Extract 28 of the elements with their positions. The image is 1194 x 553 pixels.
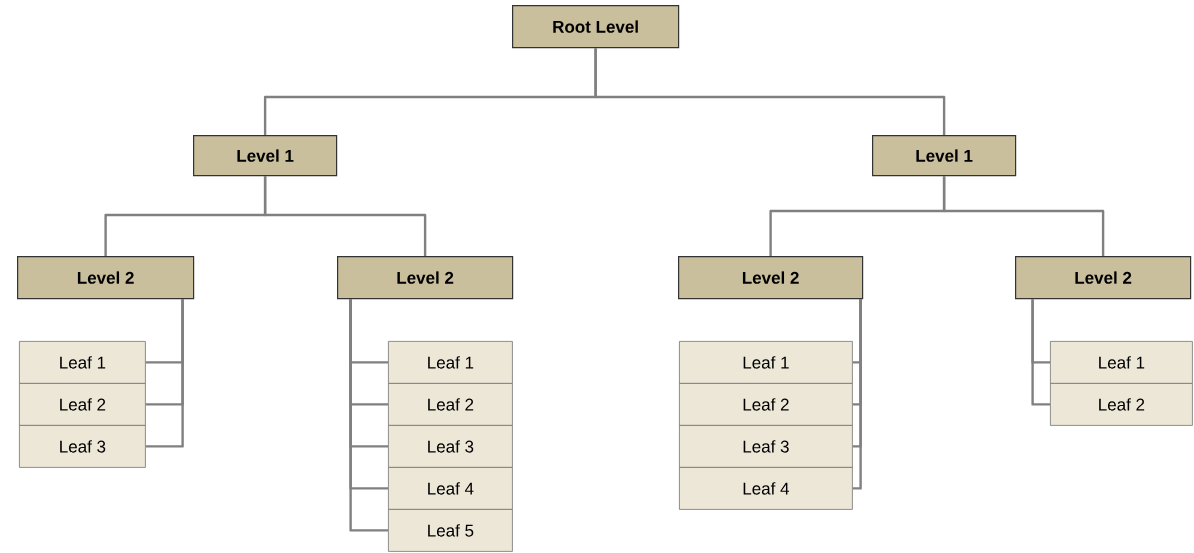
leaf-box: Leaf 1	[1050, 341, 1193, 384]
leaf-box: Leaf 2	[19, 383, 146, 426]
leaf-box: Leaf 4	[388, 467, 513, 510]
connector-line	[263, 176, 427, 256]
level-box: Level 2	[1015, 256, 1192, 300]
leaf-box: Leaf 5	[388, 509, 513, 552]
connector-line	[145, 299, 184, 448]
connector-line	[594, 48, 946, 135]
leaf-box: Leaf 1	[679, 341, 853, 384]
connector-line	[349, 299, 388, 532]
level-box: Level 2	[17, 256, 195, 300]
leaf-box: Leaf 2	[1050, 383, 1193, 426]
connector-line	[1031, 299, 1050, 406]
leaf-box: Leaf 1	[388, 341, 513, 384]
level-box: Level 1	[872, 135, 1017, 177]
level-box: Root Level	[512, 5, 680, 49]
leaf-box: Leaf 3	[19, 425, 146, 468]
leaf-box: Leaf 2	[679, 383, 853, 426]
leaf-box: Leaf 3	[679, 425, 853, 468]
level-box: Level 1	[193, 135, 338, 177]
connector-line	[942, 176, 1105, 256]
leaf-box: Leaf 2	[388, 383, 513, 426]
leaf-box: Leaf 3	[388, 425, 513, 468]
level-box: Level 2	[337, 256, 514, 300]
level-box: Level 2	[678, 256, 864, 300]
connector-line	[852, 299, 862, 490]
leaf-box: Leaf 1	[19, 341, 146, 384]
leaf-box: Leaf 4	[679, 467, 853, 510]
